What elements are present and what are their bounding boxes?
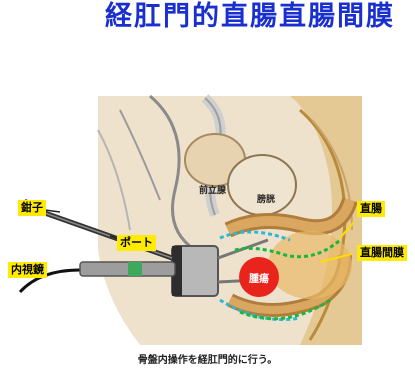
forceps-label: 鉗子 <box>18 200 46 216</box>
bladder <box>228 155 296 215</box>
endoscope-body <box>80 262 175 276</box>
rectum-label: 直腸 <box>357 201 385 217</box>
prostate-label: 前立腺 <box>199 183 226 196</box>
bladder-label: 膀胱 <box>257 192 275 205</box>
tumor-label: 腫瘍 <box>249 270 269 285</box>
port-label: ポート <box>117 235 156 251</box>
endoscope-label: 内視鏡 <box>8 262 47 278</box>
caption: 骨盤内操作を経肛門的に行う。 <box>0 351 415 366</box>
mesorectum-label: 直腸間膜 <box>357 245 407 261</box>
